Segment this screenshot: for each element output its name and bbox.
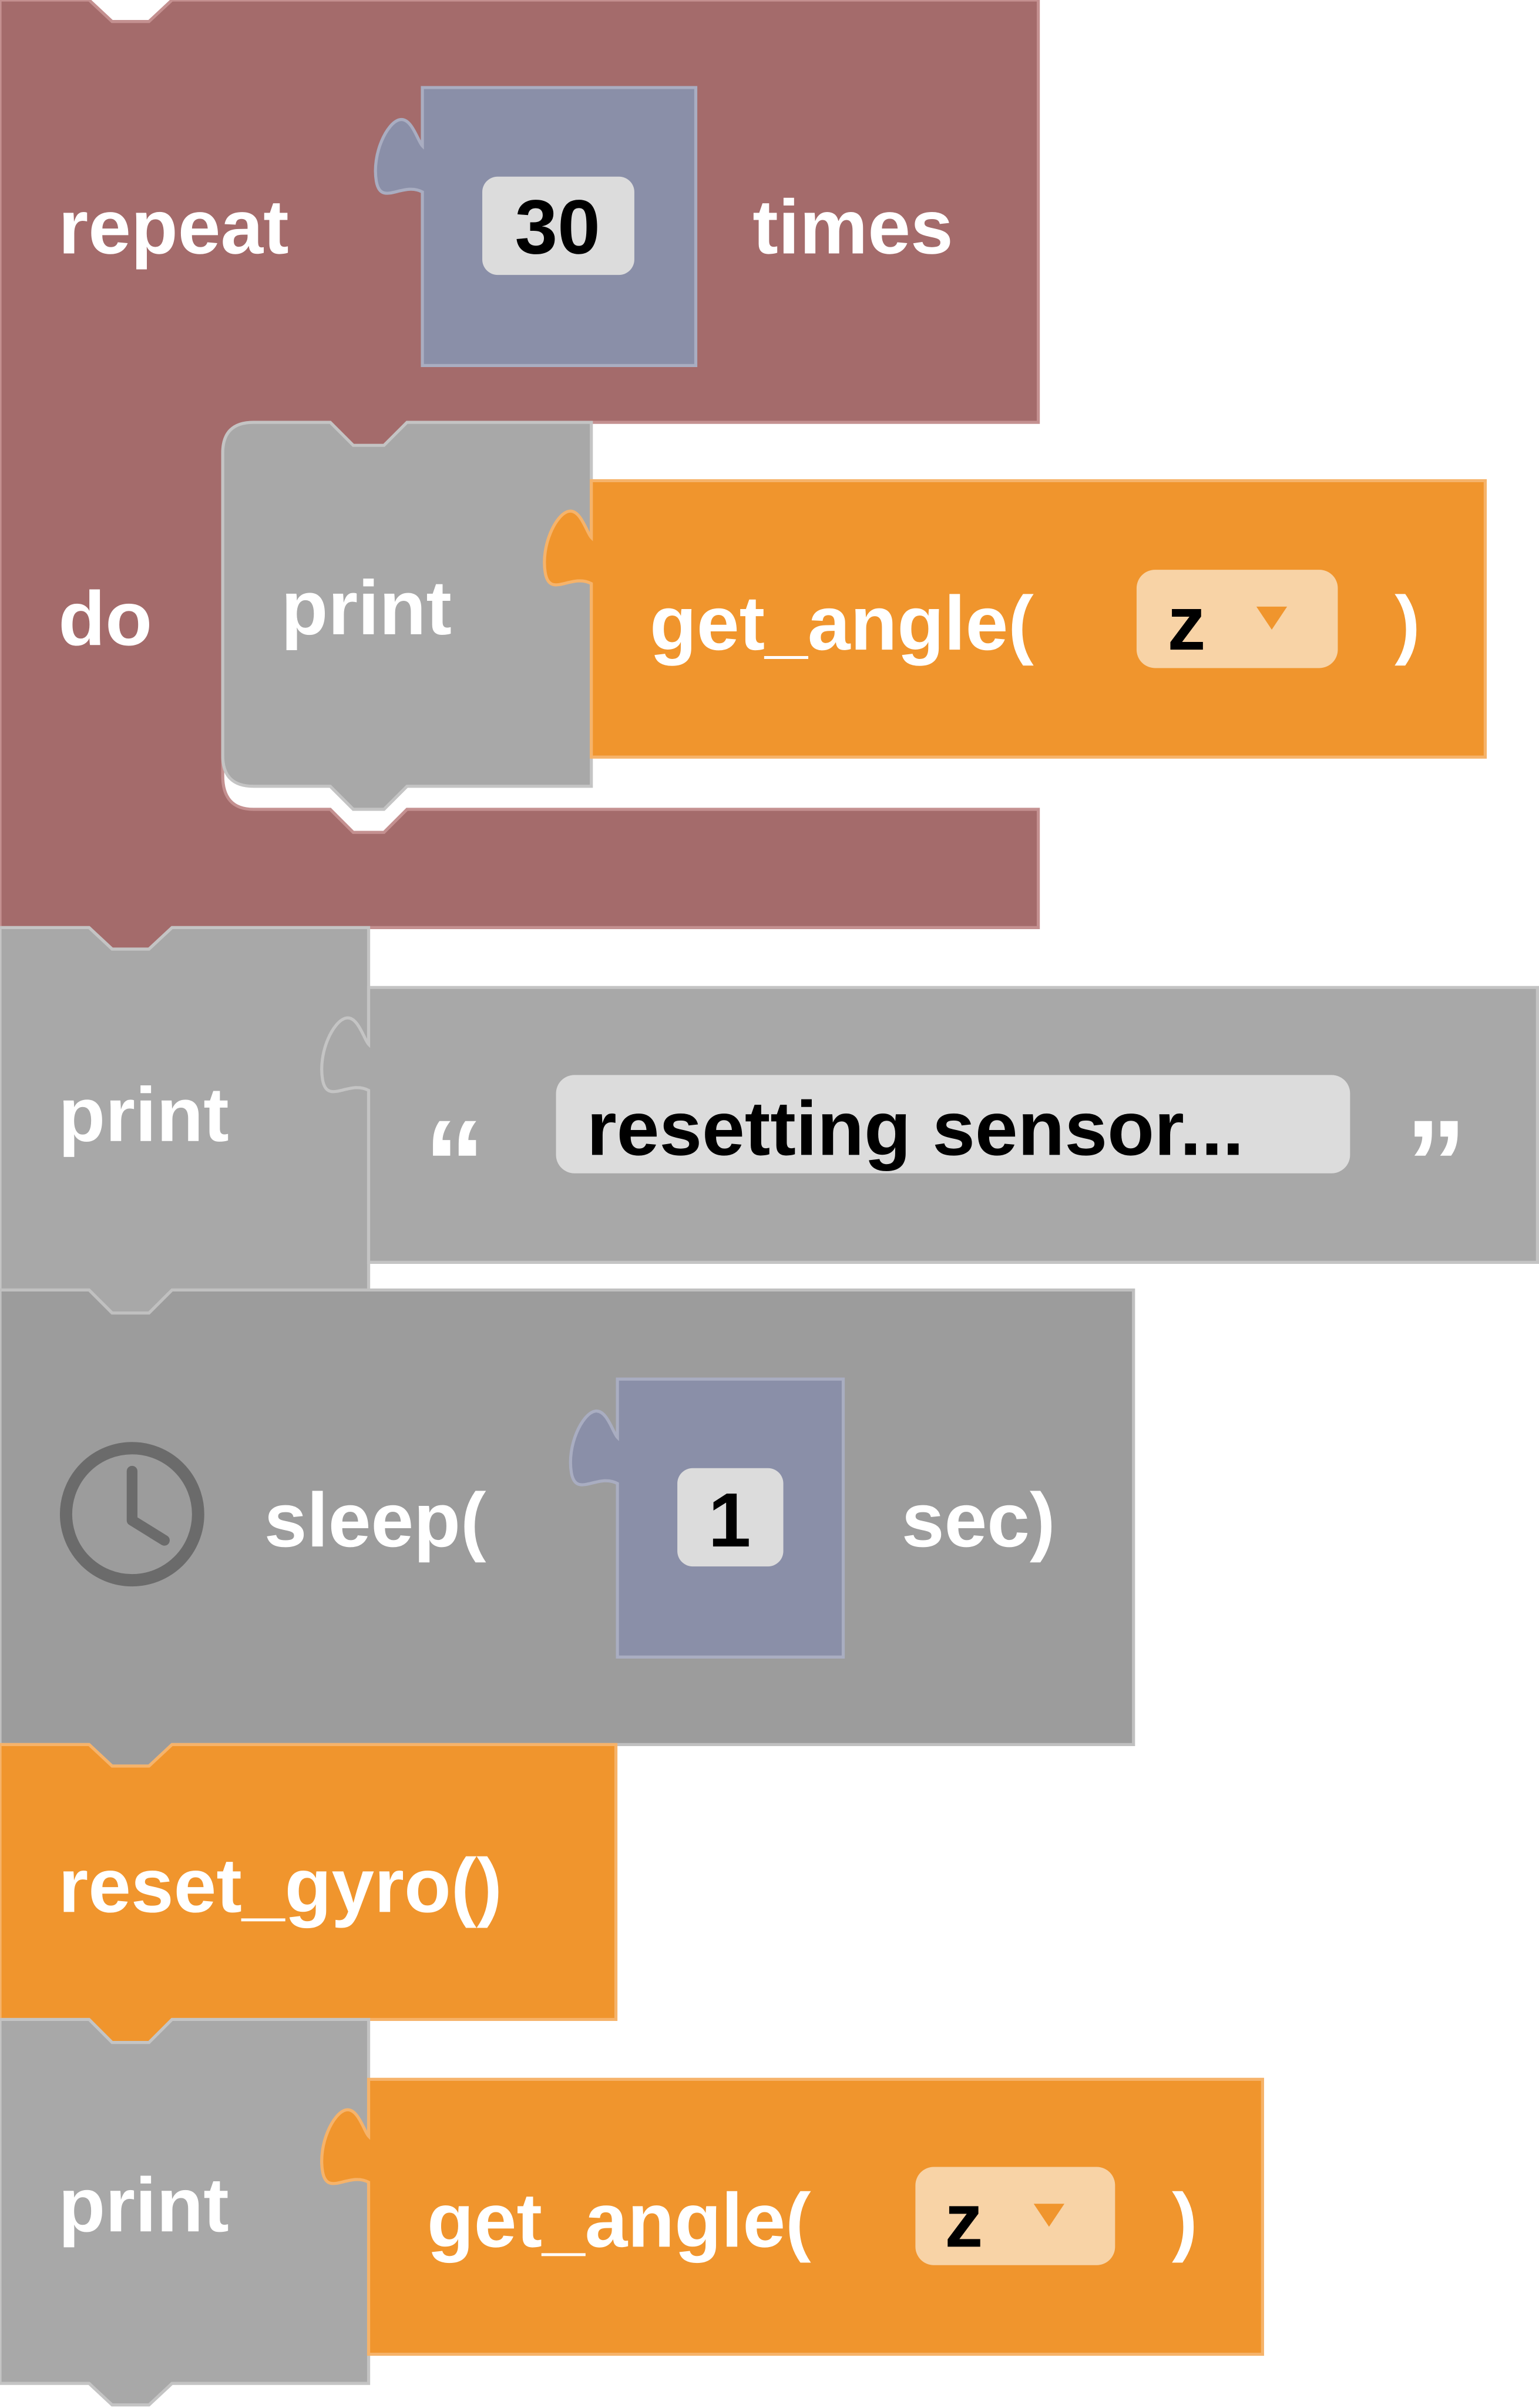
open-quote-icon: “ — [424, 1095, 486, 1232]
print-text-label: print — [58, 1072, 229, 1158]
reset-gyro-label: reset_gyro() — [58, 1842, 502, 1928]
times-label: times — [752, 184, 953, 270]
dropdown-arrow-icon[interactable] — [1256, 606, 1288, 630]
get-angle-1-body[interactable] — [543, 479, 1487, 759]
do-label: do — [58, 576, 152, 661]
print-last-block[interactable]: print — [0, 2017, 371, 2407]
print-inner-block[interactable]: print — [221, 421, 593, 811]
axis-dropdown-1-value[interactable]: z — [1167, 580, 1205, 666]
axis-dropdown-2-value[interactable]: z — [945, 2177, 983, 2263]
reset-gyro-block[interactable]: reset_gyro() — [0, 1743, 618, 2044]
dropdown-arrow-icon[interactable] — [1033, 2204, 1065, 2227]
sleep-seconds-field[interactable] — [677, 1468, 784, 1567]
get-angle-1-close: ) — [1394, 580, 1420, 666]
text-string-field[interactable] — [556, 1075, 1350, 1173]
get-angle-2-close: ) — [1172, 2177, 1198, 2263]
sleep-seconds-value[interactable]: 1 — [708, 1477, 751, 1563]
get-angle-2-body[interactable] — [320, 2077, 1264, 2356]
close-quote-icon: ” — [1406, 1095, 1467, 1232]
repeat-count-field[interactable] — [482, 176, 634, 275]
sleep-unit-label: sec) — [902, 1477, 1056, 1563]
get-angle-block-2[interactable]: get_angle( z ) — [320, 2077, 1264, 2356]
sleep-label: sleep( — [264, 1477, 486, 1563]
get-angle-2-label: get_angle( — [427, 2177, 811, 2263]
get-angle-1-label: get_angle( — [650, 580, 1034, 666]
sleep-seconds-block[interactable]: 1 — [569, 1377, 845, 1659]
axis-dropdown-2[interactable] — [915, 2167, 1115, 2265]
text-string-value[interactable]: resetting sensor... — [587, 1085, 1244, 1171]
print-inner-body[interactable] — [221, 421, 593, 811]
repeat-label: repeat — [58, 184, 288, 270]
repeat-count-block[interactable]: 30 — [374, 86, 698, 367]
repeat-count-value[interactable]: 30 — [515, 184, 600, 270]
sleep-block[interactable]: sleep( sec) — [0, 1288, 1135, 1768]
text-string-block[interactable]: “ resetting sensor... ” — [320, 986, 1539, 1264]
print-text-block[interactable]: print — [0, 926, 371, 1315]
get-angle-block-1[interactable]: get_angle( z ) — [543, 479, 1487, 759]
print-inner-label: print — [281, 565, 452, 651]
axis-dropdown-1[interactable] — [1136, 570, 1338, 668]
print-last-label: print — [58, 2162, 229, 2248]
print-last-body[interactable] — [0, 2017, 371, 2407]
clock-icon — [59, 1442, 204, 1587]
